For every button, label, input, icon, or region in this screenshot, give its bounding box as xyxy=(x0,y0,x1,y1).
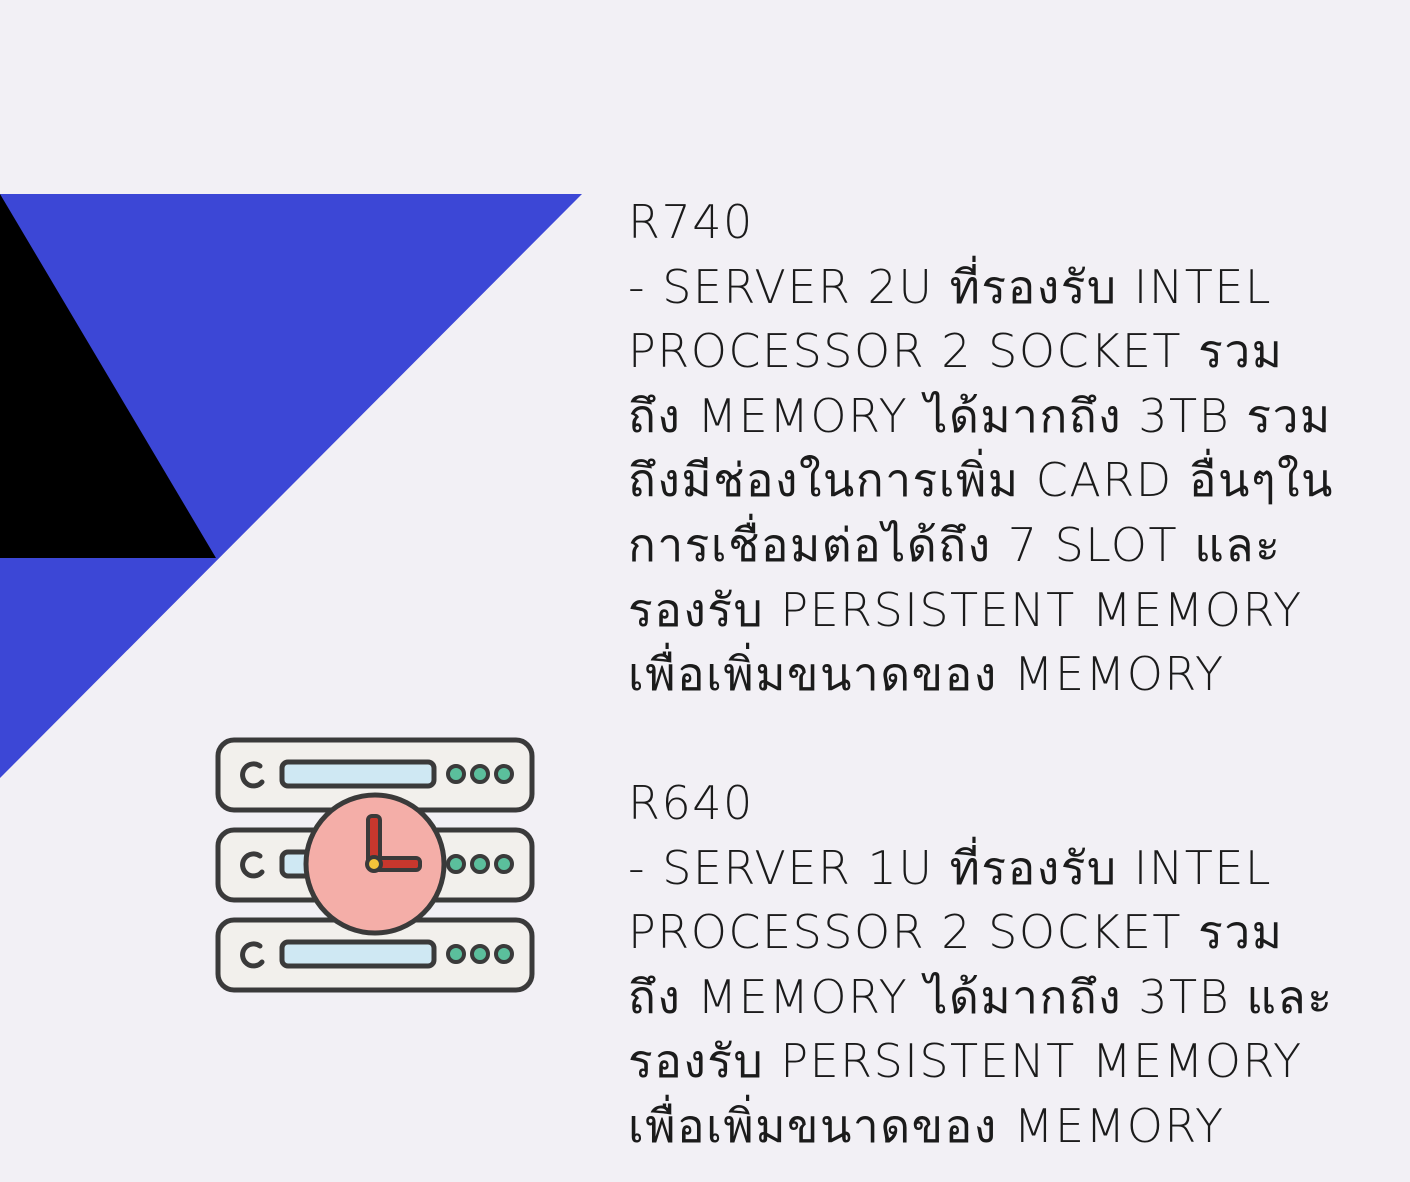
r740-line: การเชื่อมต่อได้ถึง 7 SLOT และ xyxy=(628,517,1282,572)
r640-line: ถึง MEMORY ได้มากถึง 3TB และ xyxy=(628,969,1334,1024)
decorative-shapes xyxy=(0,194,582,778)
r740-line: รองรับ PERSISTENT MEMORY xyxy=(628,582,1303,637)
r640-line: PROCESSOR 2 SOCKET รวม xyxy=(628,905,1284,960)
black-triangle-shape xyxy=(0,194,216,558)
r640-line: เพื่อเพิ่มขนาดของ MEMORY xyxy=(628,1098,1225,1153)
r740-title: R740 xyxy=(628,195,754,249)
r740-description: R740 - SERVER 2U ที่รองรับ INTEL PROCESS… xyxy=(628,190,1388,707)
blue-triangle-shape xyxy=(0,194,582,778)
server-icon xyxy=(215,737,535,993)
r740-line: ถึง MEMORY ได้มากถึง 3TB รวม xyxy=(628,388,1332,443)
clock-icon xyxy=(303,792,447,936)
r640-line: รองรับ PERSISTENT MEMORY xyxy=(628,1034,1303,1089)
r740-line: เพื่อเพิ่มขนาดของ MEMORY xyxy=(628,647,1225,702)
r640-line: - SERVER 1U ที่รองรับ INTEL xyxy=(628,840,1273,895)
r740-line: PROCESSOR 2 SOCKET รวม xyxy=(628,324,1284,379)
server-unit-bottom xyxy=(215,917,535,993)
r740-line: - SERVER 2U ที่รองรับ INTEL xyxy=(628,259,1273,314)
r640-title: R640 xyxy=(628,776,754,830)
r640-description: R640 - SERVER 1U ที่รองรับ INTEL PROCESS… xyxy=(628,771,1388,1159)
r740-line: ถึงมีช่องในการเพิ่ม CARD อื่นๆใน xyxy=(628,453,1335,508)
